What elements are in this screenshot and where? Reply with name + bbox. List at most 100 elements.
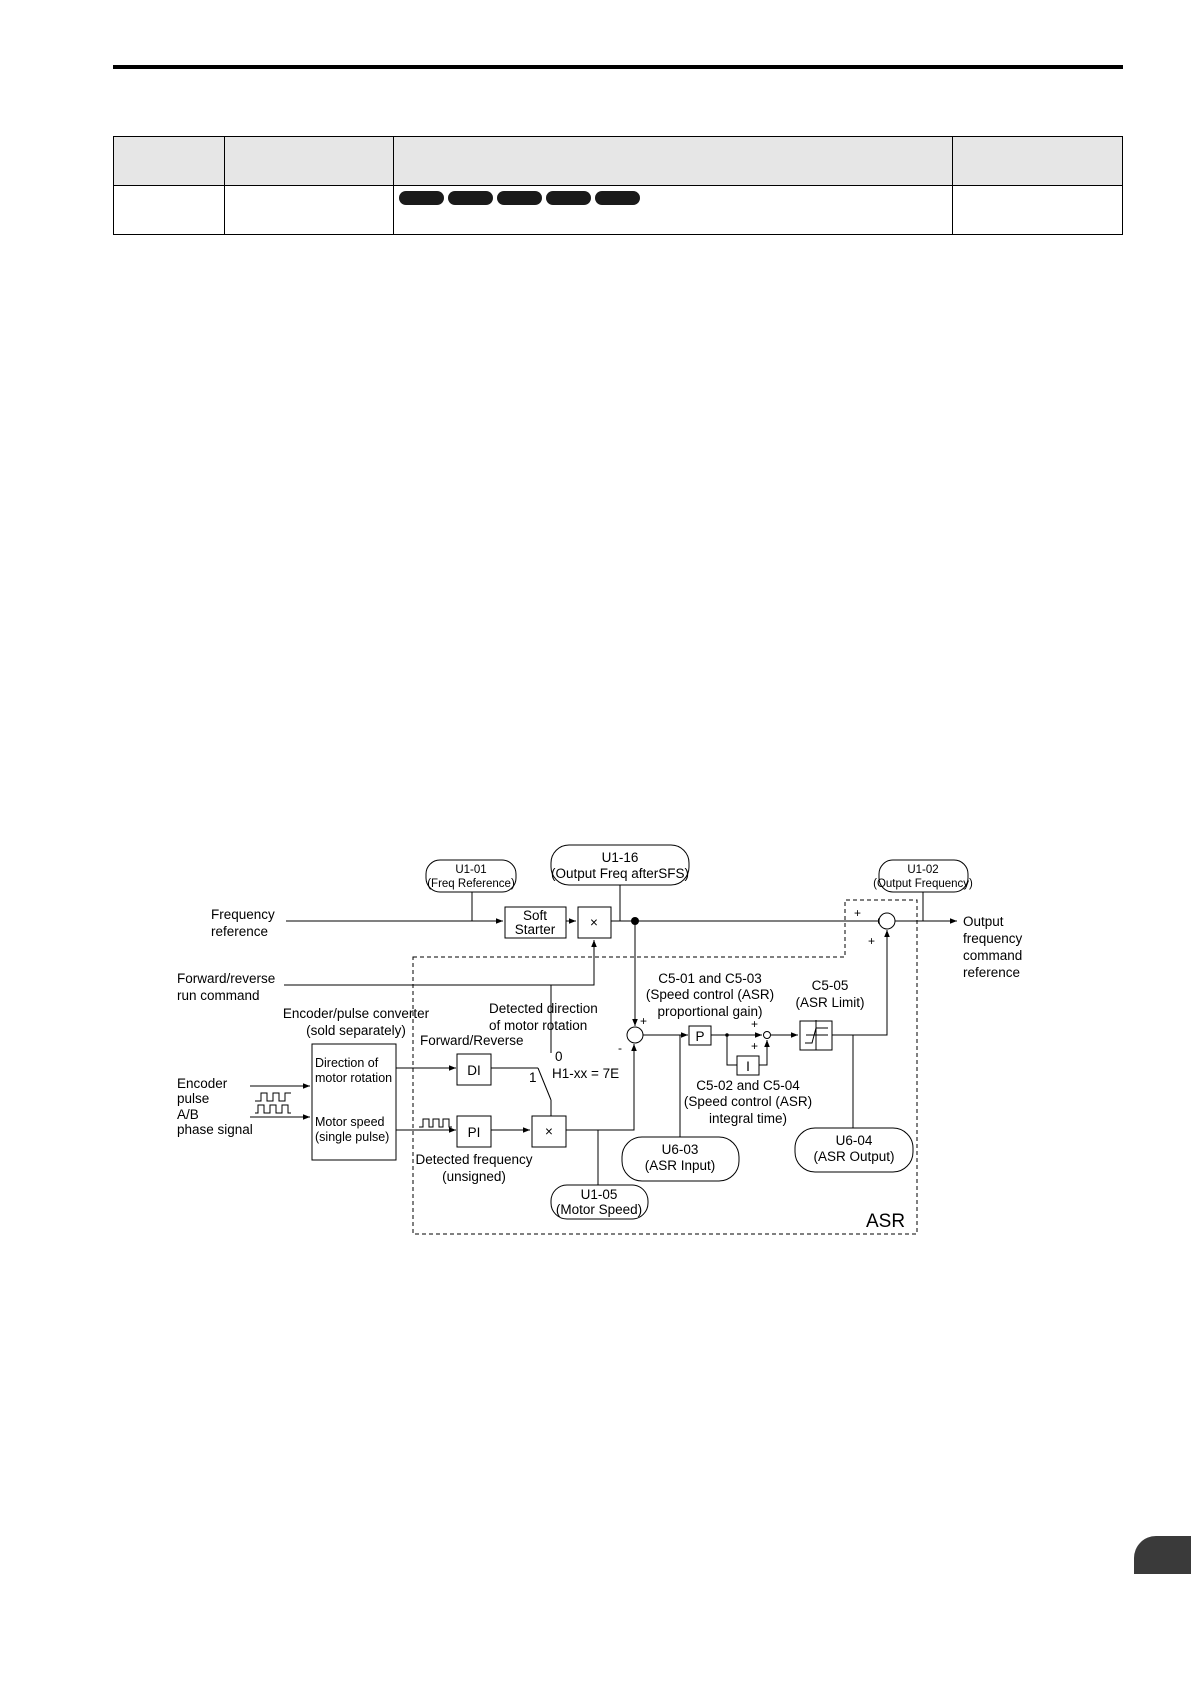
asr-region-border (412, 899, 918, 1235)
i-label: I (746, 1059, 750, 1074)
switch-position-1: 1 (529, 1070, 537, 1085)
ab-phase-label: phase signal (177, 1122, 253, 1137)
control-mode-badge (448, 191, 494, 205)
table-cell (952, 185, 1123, 235)
monitor-u6-04-code: U6-04 (836, 1133, 873, 1148)
table-row (112, 185, 1123, 235)
encoder-converter-label: (sold separately) (306, 1023, 406, 1038)
c5-limit-label: C5-05 (812, 978, 849, 993)
table-cell (112, 185, 226, 235)
top-rule (113, 65, 1123, 69)
signal-line (726, 1035, 737, 1066)
soft-starter-label: Starter (515, 922, 556, 937)
switch-position-0: 0 (555, 1049, 563, 1064)
plus-sign: + (640, 1014, 647, 1028)
multiplier-block (531, 1115, 567, 1148)
direction-switch (537, 1067, 552, 1101)
detected-frequency-label: (unsigned) (442, 1169, 506, 1184)
c5-proportional-label: proportional gain) (657, 1004, 762, 1019)
output-reference-label: command (963, 948, 1022, 963)
monitor-u1-05-desc: (Motor Speed) (556, 1202, 642, 1217)
control-mode-badges (394, 186, 952, 205)
plus-sign: + (854, 906, 861, 920)
header-cell (952, 136, 1123, 186)
monitor-u1-02-code: U1-02 (907, 864, 938, 876)
di-block (456, 1053, 492, 1086)
monitor-u1-01-desc: (Freq Reference) (427, 878, 515, 890)
parameter-table (112, 136, 1123, 235)
output-reference-label: Output (963, 914, 1004, 929)
plus-sign: + (751, 1017, 758, 1031)
summing-junction (878, 912, 896, 930)
h1-setting-label: H1-xx = 7E (552, 1066, 619, 1081)
control-mode-badge (497, 191, 543, 205)
motor-speed-label: Motor speed (315, 1115, 385, 1129)
output-reference-label: reference (963, 965, 1020, 980)
plus-sign: + (868, 934, 875, 948)
direction-of-rotation-label: motor rotation (315, 1071, 392, 1085)
c5-limit-label: (ASR Limit) (795, 995, 864, 1010)
table-header-row (112, 136, 1123, 186)
monitor-u1-16-code: U1-16 (602, 850, 639, 865)
multiplier-block (577, 906, 612, 939)
ab-phase-label: A/B (177, 1107, 199, 1122)
control-mode-badge (595, 191, 641, 205)
encoder-pulse-label: pulse (177, 1091, 209, 1106)
pulse-waveform-icon (419, 1118, 452, 1128)
encoder-pulse-label: Encoder (177, 1076, 228, 1091)
pi-label: PI (468, 1125, 481, 1140)
motor-speed-label: (single pulse) (315, 1130, 389, 1144)
asr-label: ASR (866, 1211, 905, 1232)
encoder-converter-label: Encoder/pulse converter (283, 1006, 430, 1021)
direction-of-rotation-label: Direction of (315, 1056, 379, 1070)
frequency-reference-label: reference (211, 924, 268, 939)
soft-starter-block (504, 906, 567, 939)
monitor-u1-05-code: U1-05 (581, 1187, 618, 1202)
monitor-u6-04-desc: (ASR Output) (813, 1149, 894, 1164)
detected-direction-label: of motor rotation (489, 1018, 587, 1033)
signal-line (566, 1044, 637, 1131)
pulse-waveform-icon (255, 1104, 291, 1114)
pulse-waveform-icon (255, 1092, 291, 1102)
p-label: P (695, 1029, 704, 1044)
signal-line (284, 940, 597, 986)
fwd-rev-command-label: Forward/reverse (177, 971, 275, 986)
pi-block (456, 1115, 492, 1148)
table-cell (224, 185, 395, 235)
forward-reverse-label: Forward/Reverse (420, 1033, 524, 1048)
monitor-u1-16-desc: (Output Freq afterSFS) (551, 866, 689, 881)
c5-integral-label: integral time) (709, 1111, 787, 1126)
control-mode-badge (546, 191, 592, 205)
multiplier-symbol: × (545, 1124, 553, 1139)
detected-direction-label: Detected direction (489, 1001, 598, 1016)
summing-junction (626, 1026, 644, 1044)
signal-line (759, 1040, 770, 1066)
detected-frequency-label: Detected frequency (415, 1152, 532, 1167)
monitor-u1-05 (550, 1184, 649, 1220)
signal-line (832, 930, 890, 1036)
monitor-u1-01-code: U1-01 (455, 864, 486, 876)
monitor-u6-03-desc: (ASR Input) (645, 1158, 716, 1173)
output-reference-label: frequency (963, 931, 1023, 946)
monitor-u6-04 (794, 1127, 914, 1173)
soft-starter-label: Soft (523, 908, 547, 923)
c5-integral-label: (Speed control (ASR) (684, 1094, 812, 1109)
c5-proportional-label: C5-01 and C5-03 (658, 971, 762, 986)
table-cell (393, 185, 954, 235)
monitor-u6-03-code: U6-03 (662, 1142, 699, 1157)
fwd-rev-command-label: run command (177, 988, 260, 1003)
page-tab-marker (1134, 1536, 1191, 1574)
c5-proportional-label: (Speed control (ASR) (646, 987, 774, 1002)
header-cell (393, 136, 954, 186)
plus-sign: + (751, 1039, 758, 1053)
monitor-u1-02 (878, 859, 969, 893)
minus-sign: - (618, 1041, 622, 1055)
limiter-icon (805, 1020, 828, 1050)
summing-junction (763, 1031, 771, 1039)
c5-integral-label: C5-02 and C5-04 (696, 1078, 800, 1093)
encoder-converter-block (311, 1043, 397, 1161)
control-mode-badge (399, 191, 445, 205)
monitor-u1-02-desc: (Output Frequency) (873, 878, 973, 890)
frequency-reference-label: Frequency (211, 907, 275, 922)
